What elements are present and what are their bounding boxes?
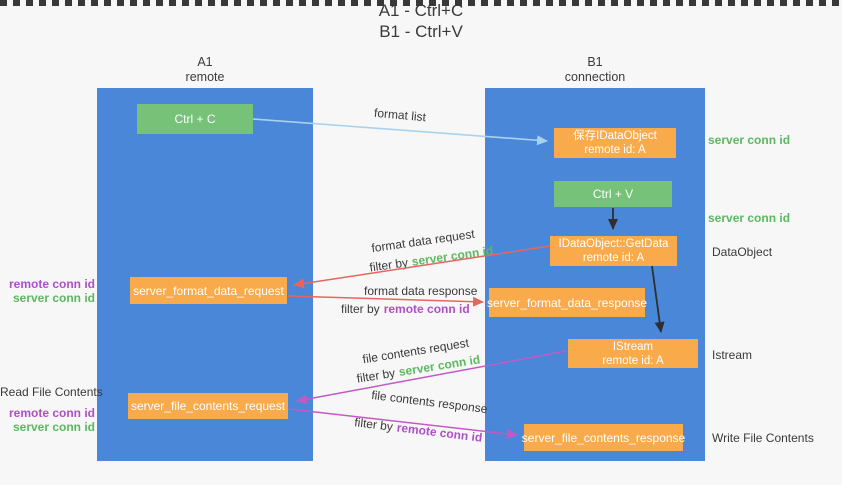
right-label-server-conn-id-1: server conn id bbox=[708, 133, 791, 147]
left-column-header: A1 remote bbox=[97, 55, 313, 85]
box-save-idataobject-title: 保存IDataObject bbox=[573, 130, 657, 142]
filter-key-remote-conn-id: remote conn id bbox=[383, 302, 470, 316]
right-label-istream: Istream bbox=[712, 348, 753, 362]
label-format-data-response: format data response bbox=[364, 284, 478, 298]
right-column-header: B1 connection bbox=[485, 55, 705, 85]
box-ctrl-v-label: Ctrl + V bbox=[592, 187, 634, 201]
left-column-id: A1 bbox=[197, 55, 213, 69]
box-ctrl-c-label: Ctrl + C bbox=[174, 112, 216, 126]
dotted-separator-line bbox=[0, 0, 842, 6]
box-istream-remote-id: remote id: A bbox=[602, 354, 664, 367]
left-label-read-file-contents: Read File Contents bbox=[0, 385, 103, 399]
right-label-server-conn-id-2: server conn id bbox=[708, 211, 791, 225]
box-format-request-label: server_format_data_request bbox=[133, 283, 284, 298]
right-column-id: B1 bbox=[587, 55, 603, 69]
label-format-list: format list bbox=[373, 105, 427, 125]
box-getdata-remote-id: remote id: A bbox=[582, 252, 645, 264]
filter-by-prefix: filter by bbox=[341, 302, 380, 316]
box-ctrl-c: Ctrl + C bbox=[137, 104, 253, 134]
box-save-idataobject: 保存IDataObject remote id: A bbox=[554, 128, 676, 158]
right-label-write-file-contents: Write File Contents bbox=[712, 431, 814, 445]
filter-by-prefix: filter by bbox=[353, 415, 394, 434]
box-getdata-title: IDataObject::GetData bbox=[558, 238, 669, 250]
right-column-name: connection bbox=[564, 70, 626, 84]
left-label-server-conn-id-2: server conn id bbox=[12, 420, 95, 434]
left-column-name: remote bbox=[185, 70, 225, 84]
label-file-contents-response: file contents response bbox=[370, 387, 489, 417]
box-server-file-contents-response: server_file_contents_response bbox=[521, 424, 686, 451]
box-ctrl-v: Ctrl + V bbox=[554, 181, 672, 207]
filter-by-prefix: filter by bbox=[355, 365, 397, 386]
title-line-paste: B1 - Ctrl+V bbox=[379, 22, 463, 41]
left-label-remote-conn-id-1: remote conn id bbox=[8, 277, 95, 291]
box-server-format-data-request: server_format_data_request bbox=[130, 277, 287, 304]
diagram-title: A1 - Ctrl+C B1 - Ctrl+V bbox=[0, 0, 842, 42]
filter-by-prefix: filter by bbox=[368, 255, 409, 275]
box-istream-title: IStream bbox=[612, 340, 654, 353]
box-server-file-contents-request: server_file_contents_request bbox=[128, 393, 288, 419]
box-format-response-label: server_format_data_response bbox=[486, 295, 648, 310]
box-file-request-label: server_file_contents_request bbox=[130, 399, 286, 413]
box-save-idataobject-remote-id: remote id: A bbox=[584, 144, 646, 156]
box-file-response-label: server_file_contents_response bbox=[521, 430, 686, 445]
box-idataobject-getdata: IDataObject::GetData remote id: A bbox=[550, 236, 677, 266]
filter-key-remote-conn-id: remote conn id bbox=[395, 420, 484, 445]
box-istream: IStream remote id: A bbox=[568, 339, 698, 368]
box-server-format-data-response: server_format_data_response bbox=[486, 288, 648, 317]
left-label-remote-conn-id-2: remote conn id bbox=[8, 406, 95, 420]
left-label-server-conn-id-1: server conn id bbox=[12, 291, 95, 305]
right-label-dataobject: DataObject bbox=[712, 245, 773, 259]
